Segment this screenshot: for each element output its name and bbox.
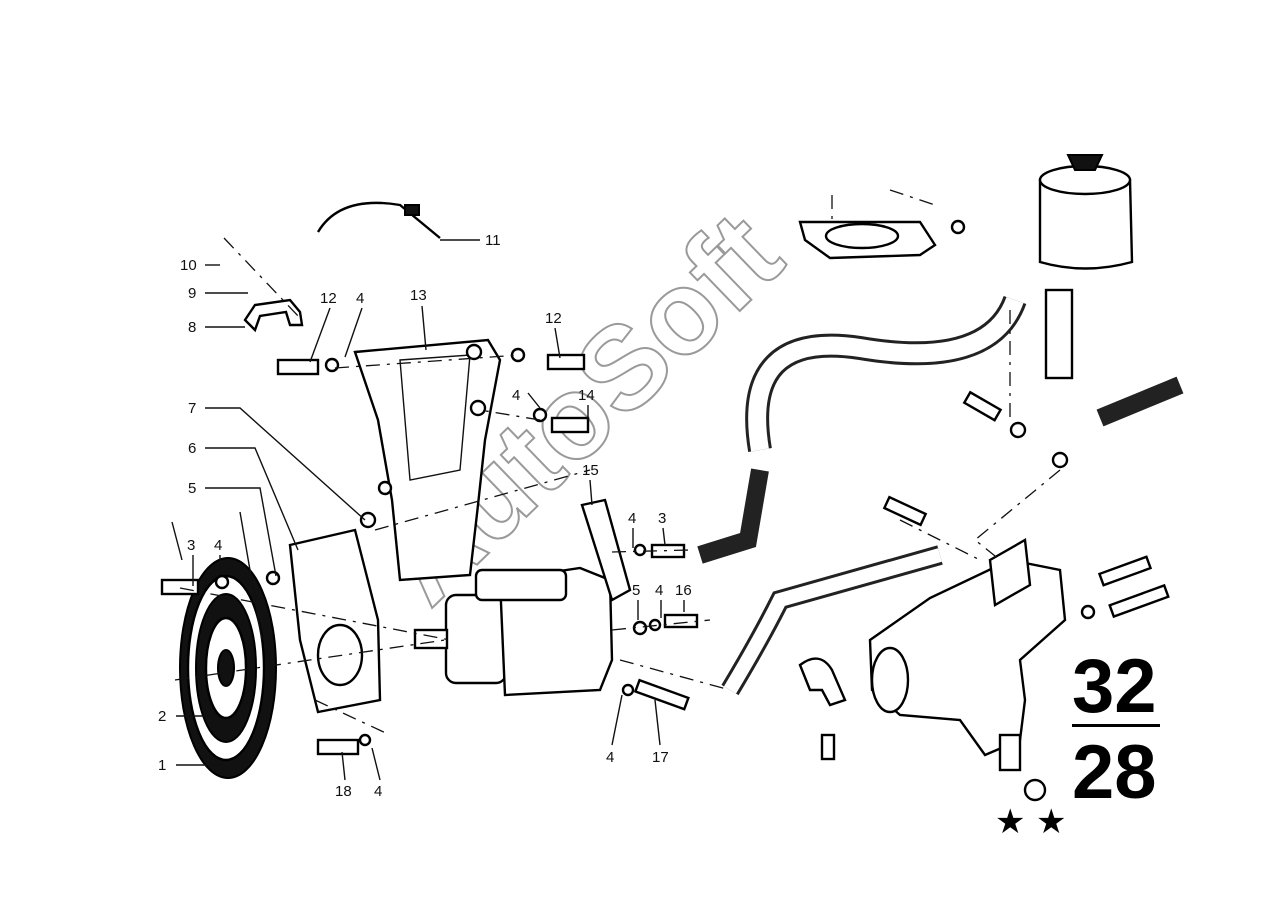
page-number: 32 28 [1072, 644, 1160, 815]
valve-block [988, 538, 1032, 607]
clamp [243, 298, 304, 333]
clip-bolt [820, 733, 836, 761]
callout-9: 9 [188, 285, 196, 302]
callout-3b: 3 [658, 510, 666, 527]
leader-lines [176, 239, 685, 781]
callout-14: 14 [578, 387, 595, 404]
bracket-hole-2 [469, 399, 487, 417]
suction-hose [745, 295, 1027, 452]
callout-18: 18 [335, 783, 352, 800]
pump-top [474, 568, 568, 602]
fasteners [160, 219, 1170, 802]
bracket-web [399, 354, 471, 481]
wire-harness [316, 201, 441, 239]
page-number-top: 32 [1072, 644, 1157, 729]
callout-4a: 4 [214, 537, 222, 554]
callout-5b: 5 [632, 582, 640, 599]
callout-12b: 12 [545, 310, 562, 327]
callout-4c: 4 [512, 387, 520, 404]
belt-lines [171, 511, 263, 641]
callout-5a: 5 [188, 480, 196, 497]
sector-shaft [998, 733, 1022, 772]
steering-gear-box [868, 538, 1067, 772]
callout-7: 7 [188, 400, 196, 417]
page-number-divider [1072, 724, 1160, 727]
callout-1: 1 [158, 757, 166, 774]
pump-shaft [413, 628, 449, 650]
callout-15: 15 [582, 462, 599, 479]
pump-bracket [353, 338, 502, 582]
reservoir-body [1038, 178, 1134, 270]
bracket-hole-3 [377, 480, 393, 496]
return-hose-short [1044, 288, 1074, 380]
bracket-hole-1 [465, 343, 483, 361]
callout-17: 17 [652, 749, 669, 766]
callout-6: 6 [188, 440, 196, 457]
fluid-reservoir [1038, 154, 1134, 380]
pulley-hub [217, 649, 235, 687]
pump-front [444, 593, 508, 685]
callout-8: 8 [188, 319, 196, 336]
strap-bracket [580, 498, 632, 602]
reservoir-band [824, 222, 900, 250]
return-line [1096, 376, 1184, 427]
callout-10: 10 [180, 257, 197, 274]
callout-4e: 4 [655, 582, 663, 599]
star-icon-1: ★ [995, 802, 1025, 842]
hose-clip [798, 657, 847, 707]
callout-4d: 4 [628, 510, 636, 527]
callout-11: 11 [485, 232, 501, 249]
callout-12a: 12 [320, 290, 337, 307]
callout-2: 2 [158, 708, 166, 725]
page-number-bottom: 28 [1072, 730, 1157, 815]
callout-4f: 4 [606, 749, 614, 766]
callout-4g: 4 [374, 783, 382, 800]
harness-clip [404, 204, 420, 216]
star-icon-2: ★ [1036, 802, 1066, 842]
wing-nut [1066, 154, 1104, 171]
callout-4b: 4 [356, 290, 364, 307]
pulley-assembly [171, 511, 277, 779]
callout-13: 13 [410, 287, 427, 304]
callout-3a: 3 [187, 537, 195, 554]
pressure-hose-upper [697, 468, 769, 564]
callout-labels: 1 2 3 4 5 6 7 8 9 10 11 12 4 13 12 4 14 … [158, 232, 692, 800]
assembly-lines [174, 189, 1061, 736]
gear-cover [870, 646, 910, 714]
callout-16: 16 [675, 582, 692, 599]
